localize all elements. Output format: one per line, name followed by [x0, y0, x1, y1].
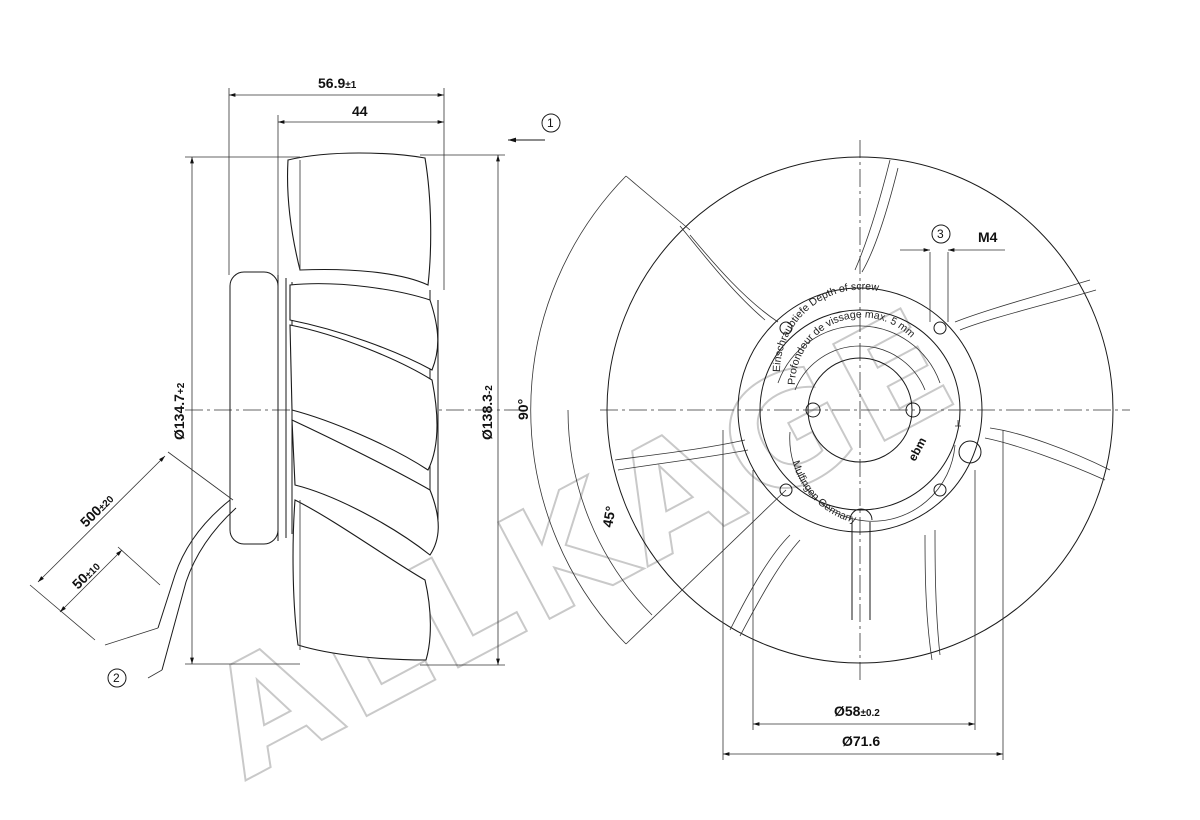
dim-blade-depth: 44	[352, 103, 368, 119]
dim-inlet-diameter: Ø134.7+2	[171, 382, 187, 440]
dim-cable-length-line	[37, 455, 166, 583]
callout-1	[541, 113, 561, 133]
angle-90: 90°	[515, 399, 531, 420]
callout-3	[931, 224, 951, 244]
mount-hole-tr	[933, 321, 947, 335]
svg-text:2: 2	[113, 671, 120, 685]
blade-side-3	[289, 324, 438, 471]
cable	[157, 499, 231, 629]
hub-bore	[807, 357, 913, 463]
dim-strip-length: 50±10	[69, 558, 103, 592]
mount-hole-br	[933, 483, 947, 497]
blade-side-1	[286, 152, 432, 286]
mount-hole-tl	[779, 321, 793, 335]
side-view: 56.9±1 44 Ø134.7+2 Ø138.3-2 500±20 50±10…	[29, 75, 561, 688]
hub-hole-left	[805, 402, 821, 418]
front-blades	[614, 159, 1111, 661]
motor-housing	[229, 271, 279, 545]
mount-hole-bl	[779, 483, 793, 497]
dim-strip-length-line	[59, 549, 123, 613]
svg-text:1: 1	[547, 116, 554, 130]
earth-screw	[958, 440, 982, 464]
angle-45-arc	[567, 409, 653, 616]
dim-hub-diameter: Ø71.6	[842, 733, 880, 749]
dim-overall-depth: 56.9±1	[318, 75, 357, 91]
hub-hole-right	[905, 402, 921, 418]
hub-ring	[759, 309, 961, 511]
thread-label: M4	[978, 229, 998, 245]
svg-text:3: 3	[937, 227, 944, 241]
hub-plate	[737, 287, 983, 533]
cable-outlet	[851, 522, 871, 620]
cable-leads	[104, 627, 163, 679]
impeller-outline	[606, 156, 1114, 664]
blade-side-2	[289, 283, 439, 371]
dim-outer-diameter: Ø138.3-2	[479, 385, 495, 440]
dim-bolt-circle: Ø58±0.2	[834, 703, 880, 719]
blade-side-5	[292, 499, 431, 661]
callout-2	[107, 668, 127, 688]
angle-90-arc	[530, 175, 627, 645]
blade-side-4	[291, 419, 439, 556]
angle-45: 45°	[599, 505, 618, 529]
